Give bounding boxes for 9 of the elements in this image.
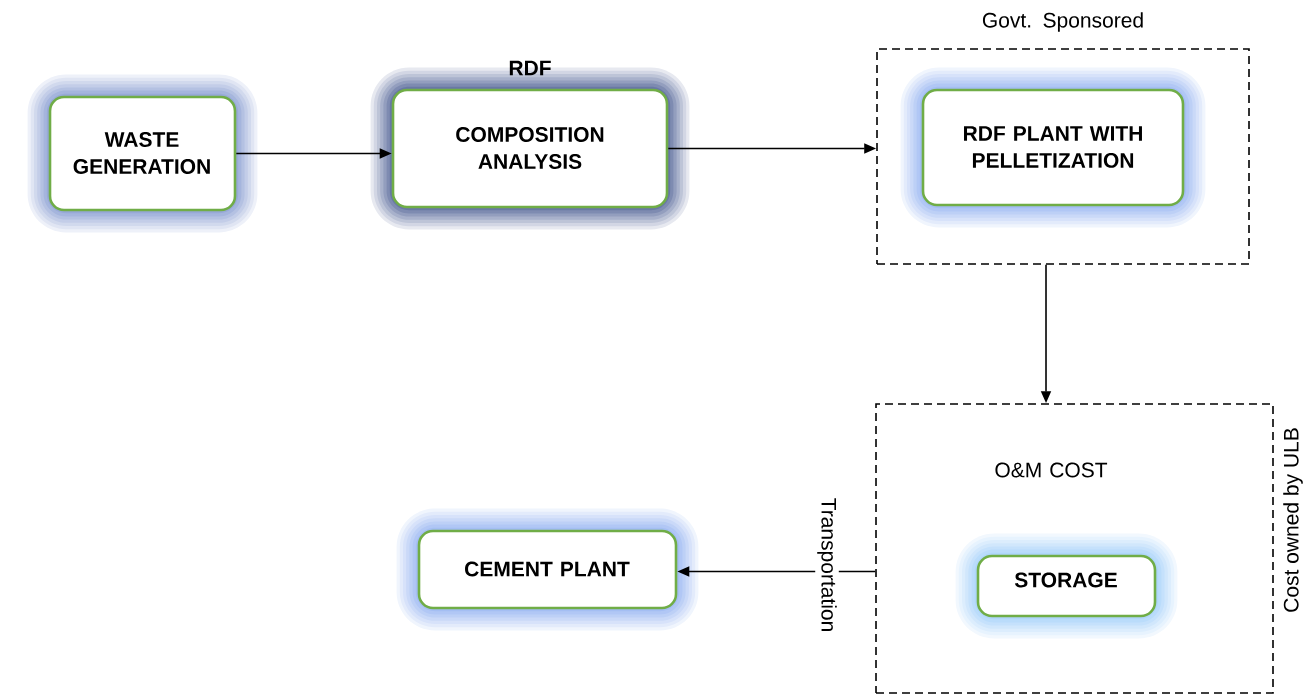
process-box: WASTE GENERATION bbox=[27, 74, 258, 233]
process-box: RDF PLANT WITH PELLETIZATION bbox=[900, 67, 1206, 228]
process-box: CEMENT PLANT bbox=[396, 508, 699, 631]
group-heading: Govt. Sponsored bbox=[982, 12, 1143, 32]
group-heading: O&M COST bbox=[995, 462, 1108, 478]
group-heading: RDF bbox=[509, 60, 551, 76]
side-note: Cost owned by ULB bbox=[1283, 428, 1303, 612]
process-box: STORAGE bbox=[955, 533, 1178, 639]
edge-label: Transportation bbox=[815, 495, 839, 635]
